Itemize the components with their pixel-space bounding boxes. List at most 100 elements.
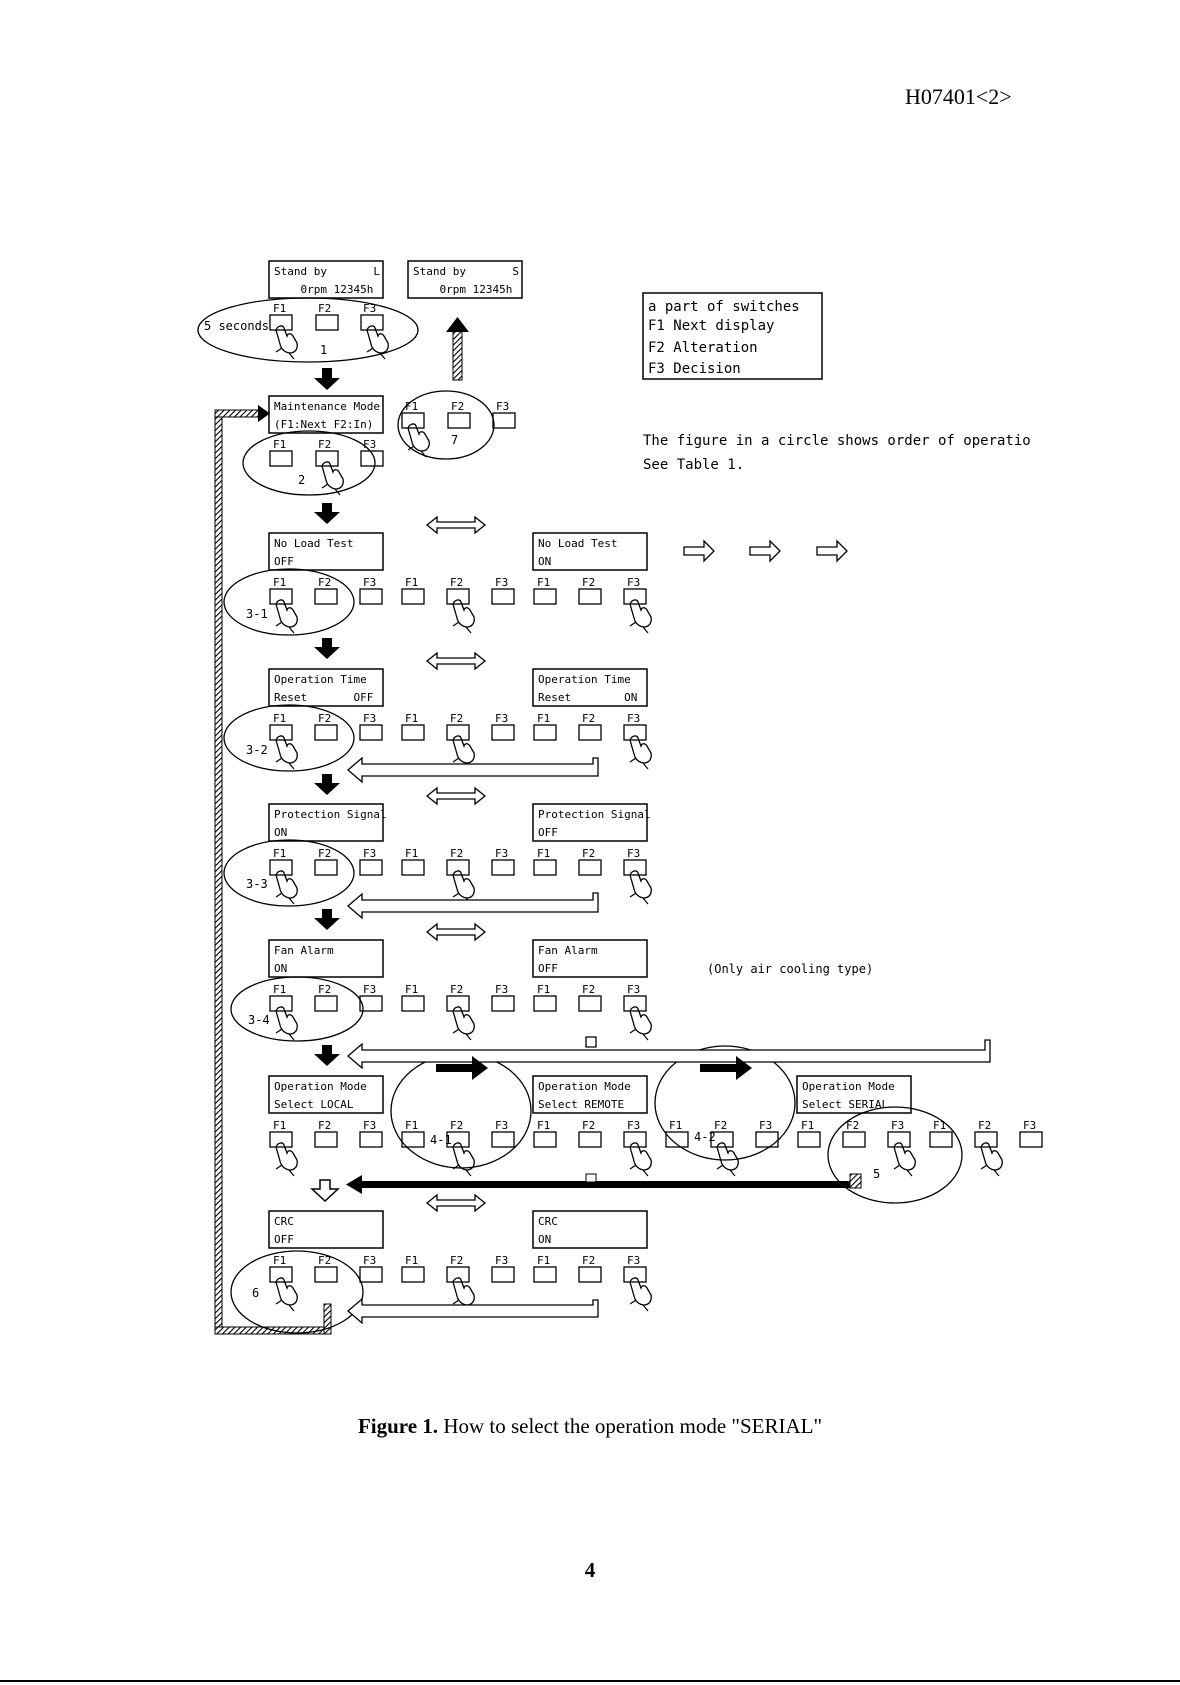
switch-f1[interactable] (401, 1131, 425, 1148)
switch-f3[interactable] (1019, 1131, 1043, 1148)
step-label-4-1: 4-1 (430, 1133, 452, 1147)
return-arrows (347, 756, 991, 1325)
switch-f2[interactable] (974, 1131, 998, 1148)
switch-f3[interactable] (623, 995, 647, 1012)
switch-f3[interactable] (491, 1131, 515, 1148)
switch-f3[interactable] (491, 588, 515, 605)
switch-f1[interactable] (533, 588, 557, 605)
step-label-3-2: 3-2 (246, 743, 268, 757)
lcd-operation-time-off: Operation Time Reset OFF (268, 668, 384, 707)
key-label-f1: F1 (801, 1119, 814, 1132)
switch-f3[interactable] (359, 995, 383, 1012)
switch-f2[interactable] (446, 588, 470, 605)
switch-f1[interactable] (401, 412, 425, 429)
lcd-standby-l: Stand by L 0rpm 12345h (268, 260, 384, 299)
key-label-f3: F3 (363, 712, 376, 725)
switch-f2[interactable] (710, 1131, 734, 1148)
step-label-3-1: 3-1 (246, 607, 268, 621)
key-label-f1: F1 (933, 1119, 946, 1132)
switch-f3[interactable] (359, 1131, 383, 1148)
hand-press-icon (629, 870, 652, 905)
switch-f2[interactable] (578, 588, 602, 605)
lcd-prot-off-line2: OFF (538, 826, 558, 839)
switch-f2[interactable] (446, 859, 470, 876)
switch-f1[interactable] (401, 859, 425, 876)
switch-f2[interactable] (578, 1266, 602, 1283)
switch-f2[interactable] (578, 995, 602, 1012)
switch-f3[interactable] (359, 859, 383, 876)
switch-f1[interactable] (269, 1266, 293, 1283)
switch-f3[interactable] (623, 724, 647, 741)
switch-f2[interactable] (315, 450, 339, 467)
switch-f2[interactable] (314, 588, 338, 605)
key-label-f3: F3 (495, 983, 508, 996)
switch-f1[interactable] (269, 995, 293, 1012)
switch-f3[interactable] (359, 588, 383, 605)
switch-f1[interactable] (401, 588, 425, 605)
switch-f1[interactable] (797, 1131, 821, 1148)
lcd-fan-off-line2: OFF (538, 962, 558, 975)
switch-f2[interactable] (314, 995, 338, 1012)
switch-f2[interactable] (315, 314, 339, 331)
switch-f2[interactable] (447, 412, 471, 429)
switch-f2[interactable] (446, 995, 470, 1012)
switch-f2[interactable] (314, 724, 338, 741)
key-label-f3: F3 (627, 1119, 640, 1132)
lcd-operation-mode-serial: Operation Mode Select SERIAL (796, 1075, 912, 1114)
switch-f1[interactable] (269, 859, 293, 876)
switch-f3[interactable] (491, 724, 515, 741)
switch-f1[interactable] (269, 314, 293, 331)
switch-f2[interactable] (314, 859, 338, 876)
switch-f3[interactable] (359, 724, 383, 741)
step-label-3-4: 3-4 (248, 1013, 270, 1027)
switch-f1[interactable] (533, 724, 557, 741)
switch-f3[interactable] (623, 1131, 647, 1148)
switch-f1[interactable] (401, 1266, 425, 1283)
switch-f2[interactable] (578, 859, 602, 876)
switch-f3[interactable] (491, 995, 515, 1012)
switch-f3[interactable] (360, 314, 384, 331)
lcd-crc-on-line2: ON (538, 1233, 551, 1246)
switch-f1[interactable] (269, 450, 293, 467)
switch-f1[interactable] (533, 995, 557, 1012)
switch-f1[interactable] (401, 724, 425, 741)
key-label-f2: F2 (582, 576, 595, 589)
switch-f2[interactable] (314, 1131, 338, 1148)
key-label-f1: F1 (273, 438, 286, 451)
switch-f3[interactable] (755, 1131, 779, 1148)
key-label-f1: F1 (537, 712, 550, 725)
switch-f1[interactable] (929, 1131, 953, 1148)
key-label-f3: F3 (495, 712, 508, 725)
switch-f3[interactable] (491, 859, 515, 876)
switch-f1[interactable] (533, 1131, 557, 1148)
switch-f3[interactable] (887, 1131, 911, 1148)
key-label-f3: F3 (363, 576, 376, 589)
switch-f1[interactable] (533, 1266, 557, 1283)
switch-f1[interactable] (269, 724, 293, 741)
switch-f2[interactable] (446, 1266, 470, 1283)
switch-f1[interactable] (269, 1131, 293, 1148)
key-label-f2: F2 (318, 1119, 331, 1132)
key-label-f3: F3 (363, 847, 376, 860)
switch-f2[interactable] (314, 1266, 338, 1283)
switch-f2[interactable] (446, 1131, 470, 1148)
switch-f2[interactable] (578, 1131, 602, 1148)
switch-f3[interactable] (623, 859, 647, 876)
switch-f3[interactable] (491, 1266, 515, 1283)
switch-f1[interactable] (269, 588, 293, 605)
key-label-f1: F1 (537, 576, 550, 589)
switch-f2[interactable] (842, 1131, 866, 1148)
switch-f3[interactable] (623, 588, 647, 605)
key-row-standby: F1 F2 F3 (269, 302, 389, 360)
switch-f3[interactable] (360, 450, 384, 467)
switch-f1[interactable] (401, 995, 425, 1012)
switch-f2[interactable] (578, 724, 602, 741)
switch-f2[interactable] (446, 724, 470, 741)
switch-f1[interactable] (533, 859, 557, 876)
switch-f3[interactable] (359, 1266, 383, 1283)
switch-f3[interactable] (623, 1266, 647, 1283)
switch-f1[interactable] (665, 1131, 689, 1148)
switch-f3[interactable] (492, 412, 516, 429)
